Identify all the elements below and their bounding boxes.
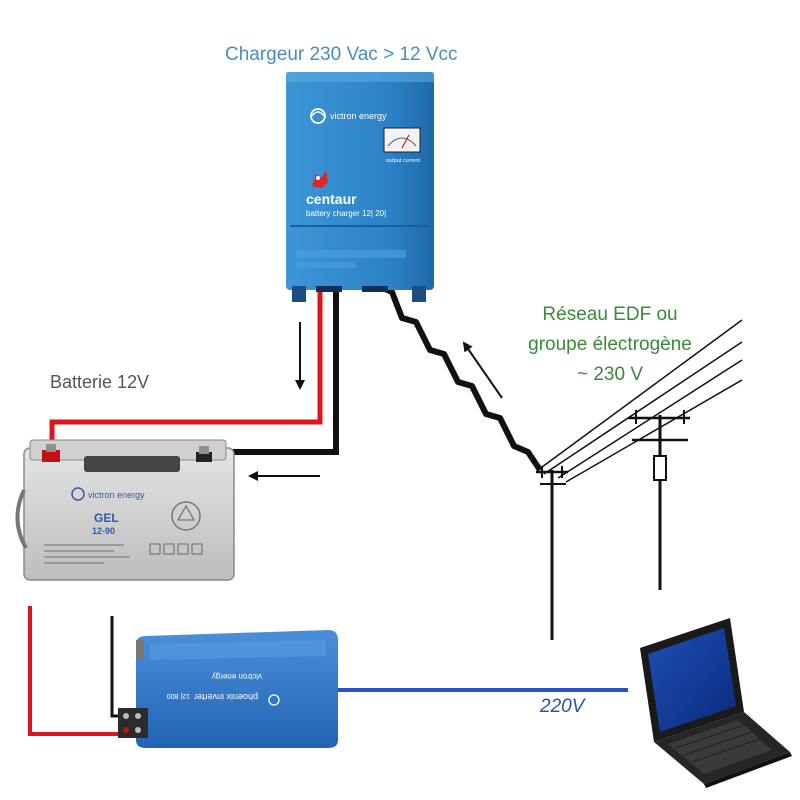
meter-caption: output current <box>386 158 420 164</box>
battery: victron energy GEL 12-90 <box>17 440 234 580</box>
grid-label-line1: Réseau EDF ou <box>500 300 720 330</box>
inverter-negative-wire <box>112 616 134 716</box>
inverter-output-label: 220V <box>540 696 584 718</box>
charger-brand: victron energy <box>330 111 387 121</box>
charger-description: battery charger 12| 20| <box>306 209 386 218</box>
grid-label-line2: groupe électrogène <box>500 330 720 360</box>
inverter: phoenix inverter 12| 800 victron energy <box>118 630 338 748</box>
right-pole-icon <box>628 410 690 590</box>
inverter-brand: victron energy <box>212 672 262 681</box>
upward-arrow <box>464 343 502 398</box>
charger-title: Chargeur 230 Vac > 12 Vcc <box>225 44 458 66</box>
battery-title: Batterie 12V <box>50 372 149 393</box>
inverter-rating: 12| 800 <box>167 692 190 699</box>
negative-wire <box>200 290 336 460</box>
inverter-model: phoenix inverter <box>194 692 258 702</box>
charger-model: centaur <box>306 191 357 207</box>
laptop-icon <box>640 618 792 788</box>
grid-source-label: Réseau EDF ou groupe électrogène ~ 230 V <box>500 300 720 390</box>
left-pole-icon <box>536 466 568 640</box>
charger-unit: victron energy output current centaur ba… <box>286 72 434 302</box>
battery-brand: victron energy <box>88 490 145 500</box>
battery-capacity: 12-90 <box>92 526 115 536</box>
terminal-block-icon <box>118 708 148 738</box>
battery-type: GEL <box>94 511 119 525</box>
ammeter-icon <box>384 128 420 152</box>
grid-label-line3: ~ 230 V <box>500 360 720 390</box>
